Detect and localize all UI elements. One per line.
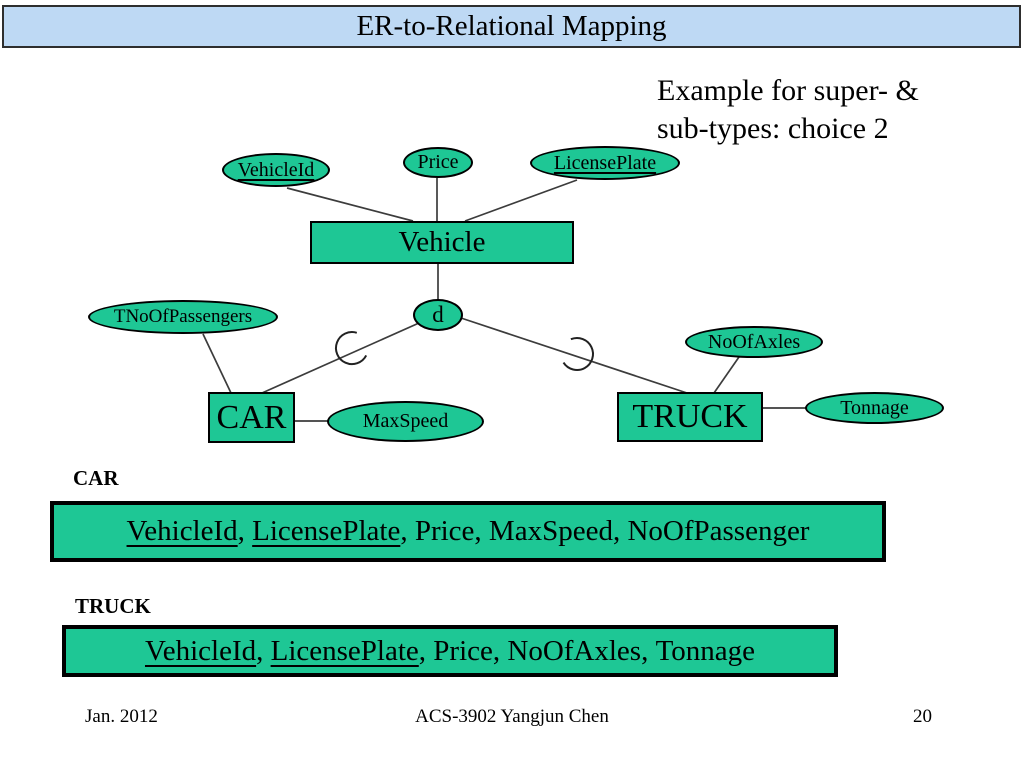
attribute-ellipse-noofaxles: NoOfAxles	[685, 326, 823, 358]
attribute-label-licenseplate: LicensePlate	[553, 151, 657, 174]
relation-attr-key: VehicleId	[144, 634, 257, 667]
line-vehicleid-vehicle	[286, 187, 414, 222]
attribute-label-vehicleid: VehicleId	[237, 158, 315, 181]
truck-relation-box: VehicleId, LicensePlate, Price, NoOfAxle…	[62, 625, 838, 677]
entity-truck: TRUCK	[617, 392, 763, 442]
heading-line-2: sub-types: choice 2	[657, 112, 889, 145]
attr-separator: ,	[492, 634, 508, 667]
slide-title: ER-to-Relational Mapping	[356, 10, 667, 42]
line-noofaxles-truck	[713, 356, 740, 394]
line-d-truck	[460, 317, 688, 394]
attribute-ellipse-licenseplate: LicensePlate	[530, 146, 680, 180]
entity-label-car: CAR	[216, 398, 287, 436]
attr-separator: ,	[641, 634, 656, 667]
relation-attr-key: LicensePlate	[252, 515, 401, 547]
line-licenseplate-vehicle	[464, 179, 578, 222]
attribute-ellipse-tnoofpassengers: TNoOfPassengers	[88, 300, 278, 334]
attr-separator: ,	[256, 634, 271, 667]
attribute-ellipse-vehicleid: VehicleId	[222, 153, 330, 187]
attribute-ellipse-maxspeed: MaxSpeed	[327, 401, 484, 442]
relation-attr: Tonnage	[655, 634, 756, 667]
relation-attr: Price	[433, 634, 493, 667]
subset-symbol-truck	[562, 337, 594, 371]
attribute-ellipse-tonnage: Tonnage	[805, 392, 944, 424]
attr-separator: ,	[237, 515, 253, 547]
line-tnoofpassengers-car	[202, 333, 232, 394]
attribute-label-maxspeed: MaxSpeed	[362, 410, 449, 432]
disjoint-circle-d: d	[413, 299, 463, 331]
entity-vehicle: Vehicle	[310, 221, 574, 264]
subset-symbol-car	[334, 331, 368, 366]
attr-separator: ,	[418, 634, 434, 667]
attr-separator: ,	[474, 515, 489, 547]
footer-page-number: 20	[913, 706, 932, 727]
heading-line-1: Example for super- &	[657, 74, 919, 107]
slide-heading: Example for super- & sub-types: choice 2	[657, 72, 919, 148]
disjoint-label-d: d	[432, 302, 444, 327]
entity-label-vehicle: Vehicle	[398, 226, 486, 258]
relation-attr: MaxSpeed	[488, 515, 613, 547]
relation-attr: NoOfPassenger	[627, 515, 810, 547]
entity-label-truck: TRUCK	[632, 398, 748, 435]
attr-separator: ,	[400, 515, 415, 547]
relation-attr: Price	[414, 515, 475, 547]
relation-attr-key: VehicleId	[126, 515, 238, 547]
attr-separator: ,	[612, 515, 628, 547]
car-relation-box: VehicleId, LicensePlate, Price, MaxSpeed…	[50, 501, 886, 562]
attribute-label-price: Price	[417, 151, 459, 173]
footer-date: Jan. 2012	[85, 706, 158, 727]
relation-attr: NoOfAxles	[507, 634, 642, 667]
truck-relation-label: TRUCK	[75, 594, 151, 618]
footer-course: ACS-3902 Yangjun Chen	[415, 706, 609, 727]
attribute-ellipse-price: Price	[403, 147, 473, 178]
attribute-label-tonnage: Tonnage	[840, 396, 909, 419]
attribute-label-noofaxles: NoOfAxles	[707, 330, 801, 353]
car-relation-label: CAR	[73, 466, 119, 490]
attribute-label-tnoofpassengers: TNoOfPassengers	[113, 306, 253, 327]
entity-car: CAR	[208, 392, 295, 443]
relation-attr-key: LicensePlate	[270, 634, 419, 667]
slide-title-bar: ER-to-Relational Mapping	[2, 5, 1021, 48]
